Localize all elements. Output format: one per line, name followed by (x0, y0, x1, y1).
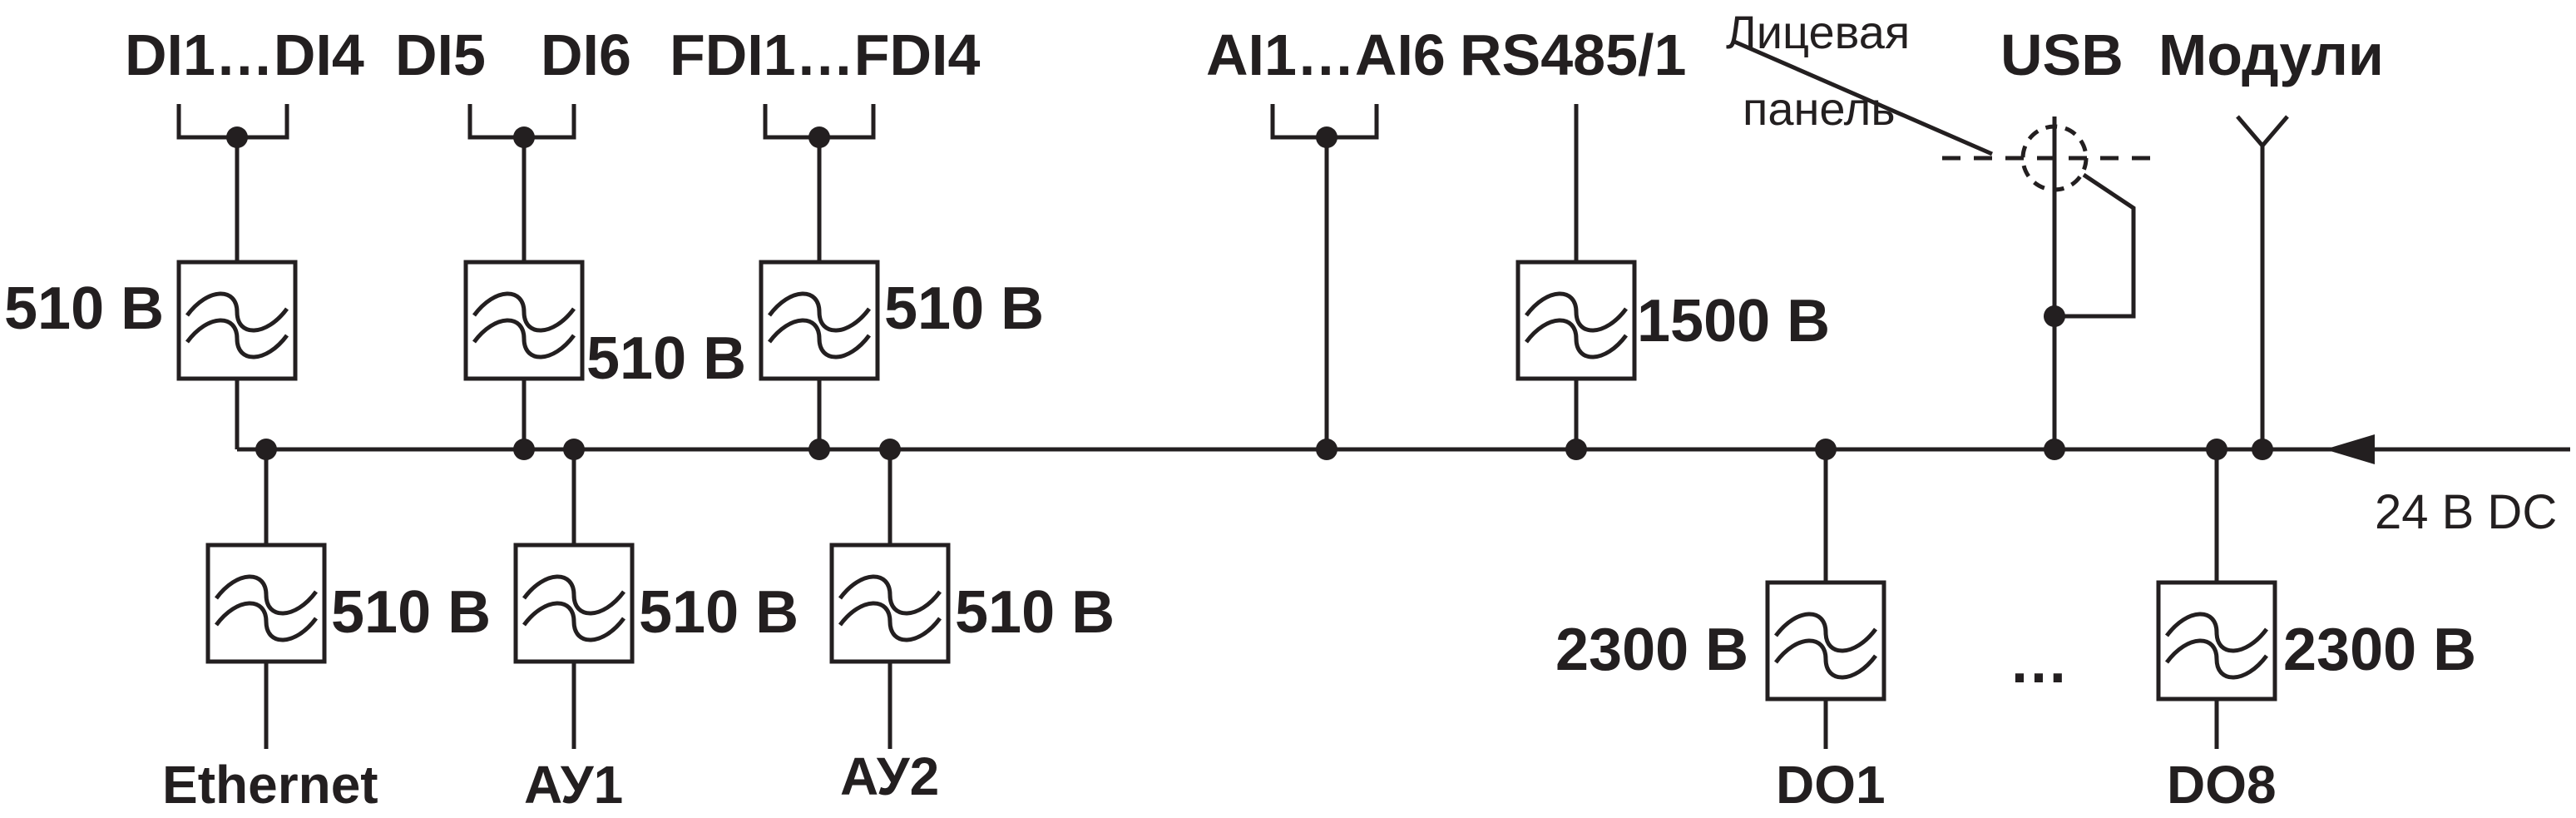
isolation-block-ay2 (832, 545, 948, 662)
label-front-panel-line2: панель (1743, 82, 1896, 135)
branch-di5-di6 (466, 104, 582, 460)
isolation-voltage-do8: 2300 В (2283, 617, 2476, 683)
isolation-block-rs485 (1518, 262, 1634, 379)
branch-usb (1733, 39, 2163, 460)
isolation-voltage-fdi: 510 В (884, 275, 1044, 342)
isolation-block-di5-di6 (466, 262, 582, 379)
branch-do8 (2158, 439, 2275, 749)
isolation-block-fdi (761, 262, 878, 379)
label-fdi1-fdi4: FDI1…FDI4 (670, 22, 980, 87)
label-rs485: RS485/1 (1460, 22, 1686, 87)
branch-rs485 (1518, 104, 1634, 460)
label-di1-di4: DI1…DI4 (125, 22, 364, 87)
branch-ethernet (208, 449, 324, 749)
label-di5: DI5 (395, 22, 486, 87)
isolation-voltage-ethernet: 510 В (331, 579, 491, 646)
branch-do1 (1768, 439, 1884, 749)
isolation-voltage-do1: 2300 В (1555, 617, 1748, 683)
branch-ay1 (516, 439, 632, 749)
label-modules: Модули (2158, 22, 2384, 87)
branch-fdi (761, 104, 878, 460)
label-power-24v: 24 В DC (2375, 485, 2557, 539)
label-do8: DO8 (2167, 755, 2277, 815)
isolation-block-do8 (2158, 583, 2275, 699)
label-ethernet: Ethernet (162, 755, 378, 815)
label-ai1-ai6: AI1…AI6 (1206, 22, 1446, 87)
label-di6: DI6 (541, 22, 631, 87)
label-ay1: АУ1 (524, 755, 623, 815)
label-usb: USB (2000, 22, 2124, 87)
isolation-block-do1 (1768, 583, 1884, 699)
isolation-voltage-ay2: 510 В (955, 579, 1115, 646)
branch-ai (1270, 104, 1379, 460)
branch-ay2 (832, 439, 948, 749)
label-front-panel-line1: Лицевая (1726, 6, 1910, 58)
isolation-voltage-rs485: 1500 В (1637, 288, 1830, 354)
isolation-voltage-di5-di6: 510 В (586, 325, 746, 392)
isolation-block-di (179, 262, 295, 379)
label-ellipsis: … (2009, 629, 2069, 696)
isolation-block-ay1 (516, 545, 632, 662)
label-do1: DO1 (1776, 755, 1886, 815)
power-arrow (2325, 434, 2375, 464)
isolation-block-ethernet (208, 545, 324, 662)
label-ay2: АУ2 (840, 746, 939, 806)
branch-modules (2236, 115, 2289, 460)
isolation-voltage-di1-di4: 510 В (4, 275, 164, 342)
branch-di1-di4 (176, 104, 295, 460)
front-panel-leader (1733, 39, 1993, 156)
isolation-voltage-ay1: 510 В (639, 579, 799, 646)
